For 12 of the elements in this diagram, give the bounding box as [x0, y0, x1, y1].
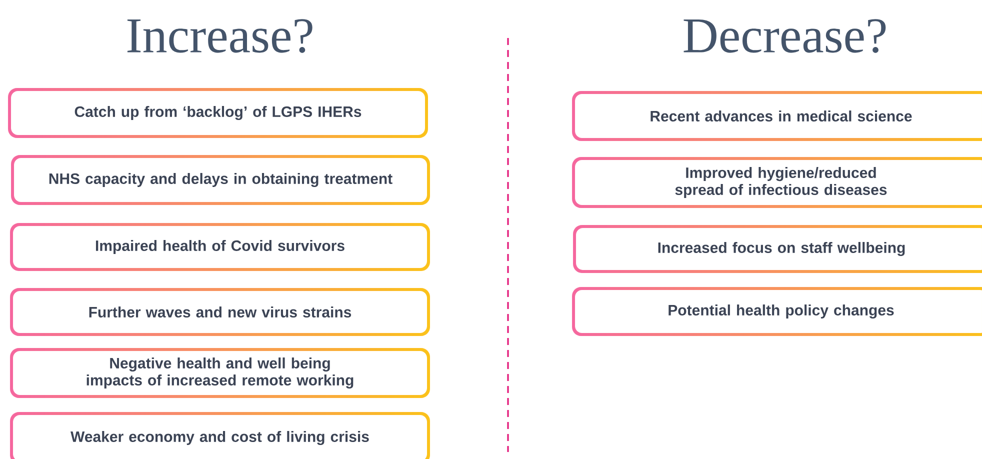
heading: Decrease?: [684, 19, 886, 53]
text-box: Catch up from ‘backlog’ of LGPS IHERs: [11, 91, 425, 135]
text-box: NHS capacity and delays in obtaining treatment: [14, 158, 427, 202]
text-box: Further waves and new virus strains: [13, 291, 427, 333]
text-box: Negative health and well being impacts of increased remote working: [13, 351, 427, 395]
text-box: Increased focus on staff wellbeing: [576, 228, 982, 270]
text-box: Recent advances in medical science: [575, 94, 982, 138]
text-box: Weaker economy and cost of living crisis: [13, 415, 427, 459]
heading: Increase?: [127, 19, 312, 53]
text-box: Improved hygiene/reduced spread of infectious diseases: [575, 160, 982, 205]
text-box: Impaired health of Covid survivors: [13, 226, 427, 268]
text-box: Potential health policy changes: [575, 290, 982, 333]
